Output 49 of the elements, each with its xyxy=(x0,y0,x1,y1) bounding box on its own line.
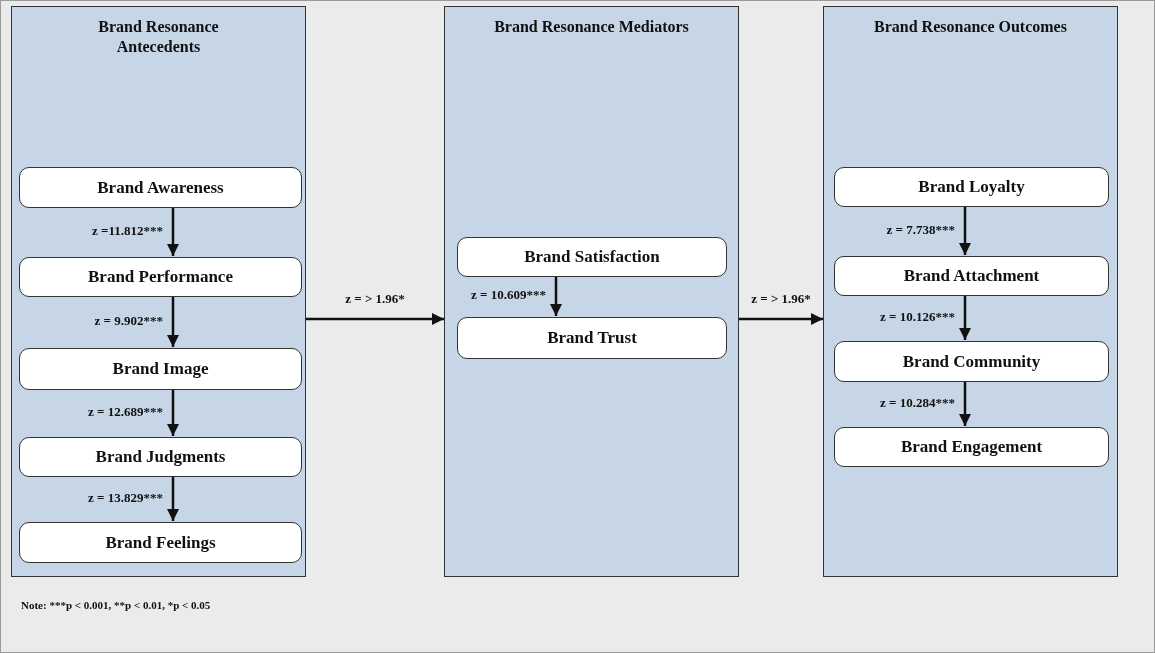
note-text: Note: ***p < 0.001, **p < 0.01, *p < 0.05 xyxy=(21,599,211,611)
arrow xyxy=(166,476,180,521)
box-label: Brand Community xyxy=(902,351,1041,372)
process-box xyxy=(19,257,302,297)
box-label: Brand Loyalty xyxy=(918,177,1025,197)
box-label: Brand Engagement xyxy=(900,437,1043,457)
arrow xyxy=(166,389,180,436)
arrow xyxy=(958,295,972,340)
edge-label: z = 10.284*** xyxy=(880,394,955,411)
arrow xyxy=(549,276,563,316)
group-panel xyxy=(823,6,1118,577)
edge-label: z = 7.738*** xyxy=(886,221,955,238)
group-panel xyxy=(11,6,306,577)
box-label: Brand Awareness xyxy=(97,177,224,198)
box-label: Brand Judgments xyxy=(95,447,226,467)
arrow xyxy=(306,312,444,326)
arrow xyxy=(958,381,972,426)
process-box xyxy=(834,167,1109,207)
arrow xyxy=(958,206,972,255)
process-box xyxy=(19,167,302,208)
process-box xyxy=(19,522,302,563)
edge-label: z = 12.689*** xyxy=(88,403,163,420)
box-label: Brand Feelings xyxy=(105,532,216,553)
panel-heading: Brand Resonance Antecedents xyxy=(97,17,220,57)
process-box xyxy=(457,237,727,277)
process-box xyxy=(19,348,302,390)
process-box xyxy=(834,341,1109,382)
box-label: Brand Image xyxy=(112,359,209,379)
process-box xyxy=(457,317,727,359)
arrow xyxy=(166,296,180,347)
edge-label: z = 9.902*** xyxy=(94,312,163,329)
arrow xyxy=(166,207,180,256)
arrow xyxy=(739,312,823,326)
box-label: Brand Performance xyxy=(88,267,233,287)
edge-label: z = 10.609*** xyxy=(471,287,546,303)
panel-heading: Brand Resonance Outcomes xyxy=(873,17,1068,37)
group-panel xyxy=(444,6,739,577)
edge-label: z = 10.126*** xyxy=(880,308,955,325)
edge-label: z = 13.829*** xyxy=(88,489,163,506)
process-box xyxy=(834,256,1109,296)
process-box xyxy=(19,437,302,477)
panel-heading: Brand Resonance Mediators xyxy=(493,17,690,37)
box-label: Brand Attachment xyxy=(903,266,1040,286)
box-label: Brand Trust xyxy=(547,328,637,348)
box-label: Brand Satisfaction xyxy=(524,247,660,267)
process-box xyxy=(834,427,1109,467)
edge-label: z =11.812*** xyxy=(92,222,163,239)
edge-label: z = > 1.96* xyxy=(751,291,811,307)
edge-label: z = > 1.96* xyxy=(345,291,405,307)
